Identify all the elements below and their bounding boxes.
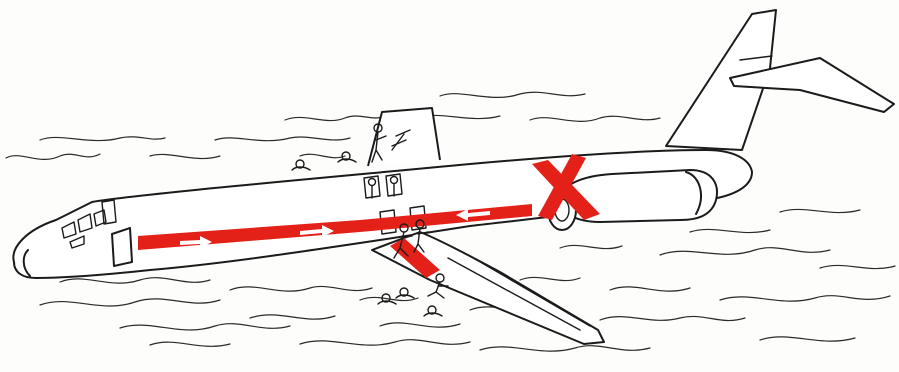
far-wing: [368, 108, 440, 166]
tail-section: [666, 10, 894, 150]
swimmer-icon: [396, 288, 414, 298]
swimmer-icon: [292, 160, 310, 170]
swimmer-icon: [424, 306, 442, 316]
